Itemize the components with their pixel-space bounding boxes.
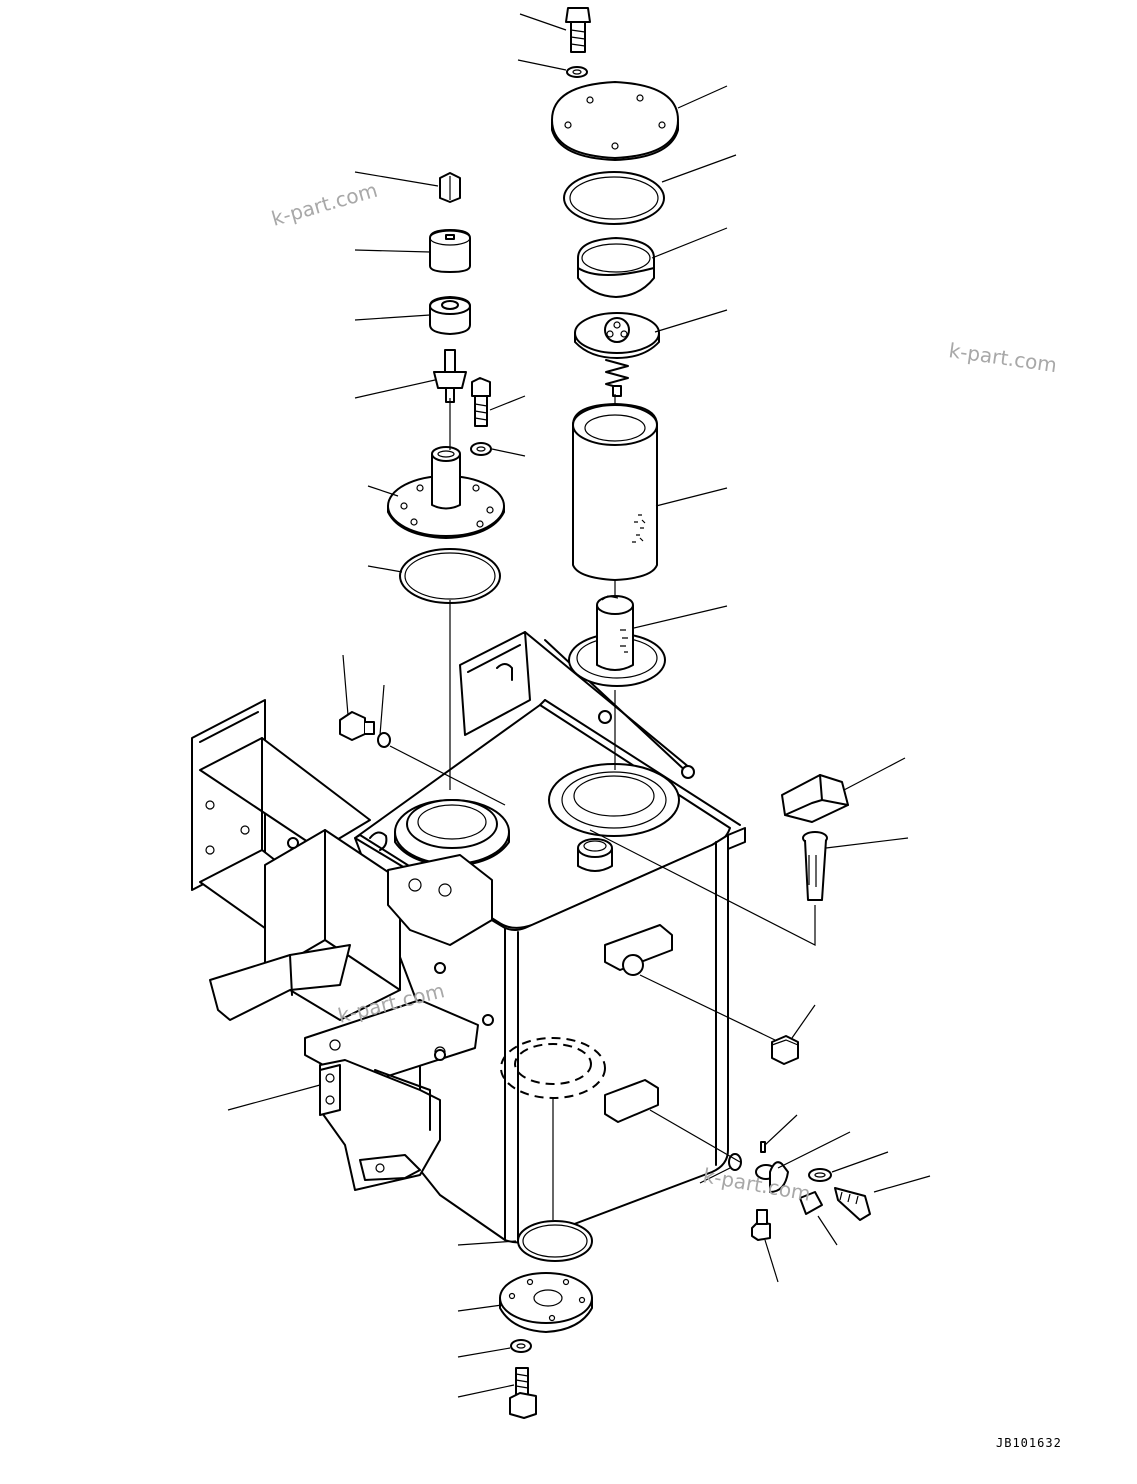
hydraulic-tank [354,699,741,1244]
drawing-code: JB101632 [996,1436,1062,1450]
watermark-2: k-part.com [947,338,1058,377]
assembly-lines [389,394,816,1220]
bottom-stack [499,1220,593,1419]
watermark-1: k-part.com [269,178,380,231]
filter-stack [551,7,679,687]
breather-stack [339,172,505,748]
tank-frame [191,631,746,1191]
callout-leaders [227,13,931,1398]
right-side-parts [728,774,871,1241]
